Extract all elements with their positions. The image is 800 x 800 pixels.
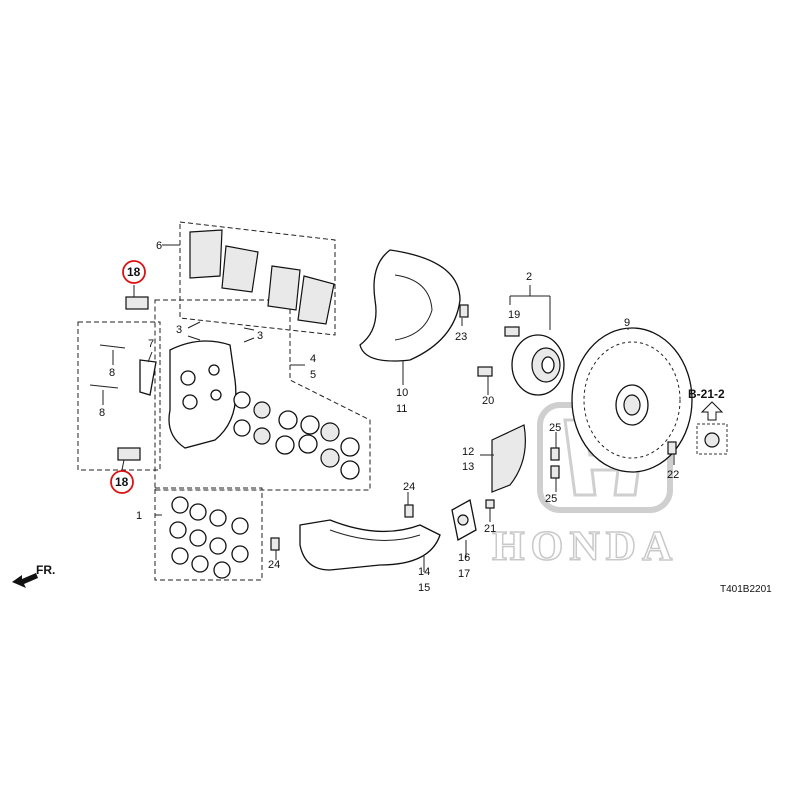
reference-label[interactable]: B-21-2 [688, 387, 725, 401]
highlight-circle-18-upper [122, 260, 146, 284]
pin-group-outline [77, 321, 161, 471]
callout-16[interactable]: 16 [458, 552, 470, 564]
callout-3-right[interactable]: 3 [257, 330, 263, 342]
callout-4[interactable]: 4 [310, 353, 316, 365]
honda-logo-watermark: HONDA [491, 402, 678, 571]
callout-14[interactable]: 14 [418, 566, 430, 578]
sensor-bracket [451, 498, 477, 542]
front-label: FR. [36, 563, 55, 577]
callout-13[interactable]: 13 [462, 461, 474, 473]
callout-6[interactable]: 6 [156, 240, 162, 252]
brake-rotor [571, 327, 693, 473]
caliper-group-outline [154, 299, 371, 491]
callout-7[interactable]: 7 [148, 338, 154, 350]
small-bolts [270, 304, 677, 551]
callout-15[interactable]: 15 [418, 582, 430, 594]
callout-20[interactable]: 20 [482, 395, 494, 407]
dust-shield [491, 424, 526, 493]
callout-19[interactable]: 19 [508, 309, 520, 321]
callout-23[interactable]: 23 [455, 331, 467, 343]
wheel-hub [511, 334, 565, 396]
brake-pads [189, 229, 335, 325]
callout-17[interactable]: 17 [458, 568, 470, 580]
brake-air-duct [299, 519, 441, 571]
seal-kit-outline [154, 487, 263, 581]
callout-21[interactable]: 21 [484, 523, 496, 535]
callout-24-upper[interactable]: 24 [403, 481, 415, 493]
caliper-pistons [233, 391, 360, 480]
callout-12[interactable]: 12 [462, 446, 474, 458]
brake-caliper [168, 340, 237, 449]
watermark-text: HONDA [492, 524, 678, 570]
seal-kit [169, 496, 249, 579]
callout-9[interactable]: 9 [624, 317, 630, 329]
callout-18-lower[interactable]: 18 [115, 475, 129, 489]
callout-8-lower[interactable]: 8 [99, 407, 105, 419]
callout-22[interactable]: 22 [667, 469, 679, 481]
callout-5[interactable]: 5 [310, 369, 316, 381]
leader-lines [102, 244, 675, 572]
reference-b-21-2[interactable]: B-21-2 [688, 387, 728, 455]
highlight-circle-18-lower [110, 470, 134, 494]
caliper-bolts [117, 296, 149, 461]
front-direction-indicator: FR. [12, 563, 55, 588]
callout-8-upper[interactable]: 8 [109, 367, 115, 379]
splash-guard [359, 249, 461, 362]
callout-24-lower[interactable]: 24 [268, 559, 280, 571]
front-arrow-icon [12, 573, 38, 588]
callout-25-lower[interactable]: 25 [545, 493, 557, 505]
callout-3-left[interactable]: 3 [176, 324, 182, 336]
up-arrow-icon [700, 401, 724, 421]
callout-11[interactable]: 11 [396, 403, 407, 415]
callout-10[interactable]: 10 [396, 387, 408, 399]
pad-pins [89, 344, 157, 396]
diagram-code: T401B2201 [720, 584, 772, 595]
callout-1[interactable]: 1 [136, 510, 142, 522]
callout-2[interactable]: 2 [526, 271, 532, 283]
pad-group-outline [179, 221, 336, 336]
callout-18-upper[interactable]: 18 [127, 265, 141, 279]
callout-25-upper[interactable]: 25 [549, 422, 561, 434]
